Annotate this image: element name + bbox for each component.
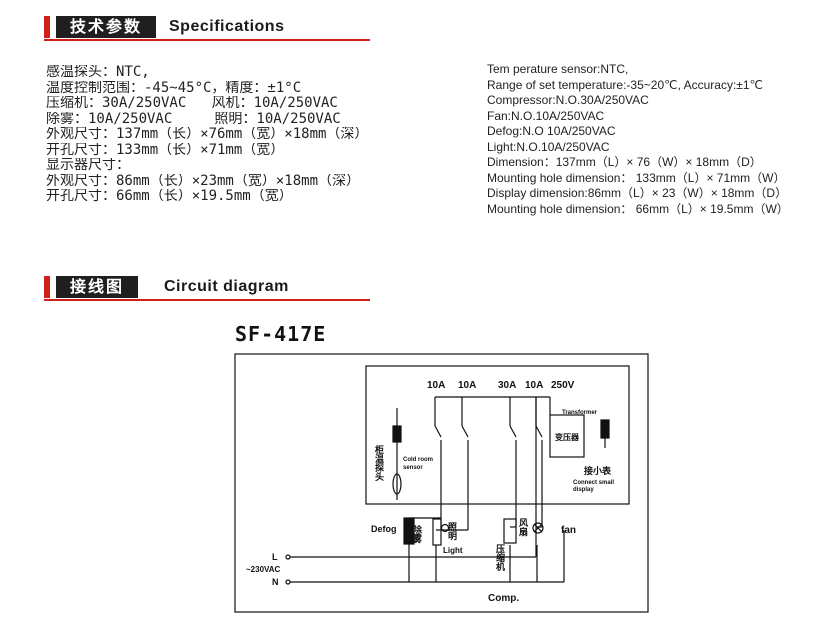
compressor-label-en: Comp. (488, 593, 519, 604)
light-label-cn: 照明 (447, 522, 457, 541)
spec-cn-line: 温度控制范围：-45~45°C，精度：±1°C (46, 80, 302, 96)
spec-en-line: Display dimension:86mm（L）× 23（W）× 18mm（D… (487, 186, 788, 200)
fan-label-en: fan (561, 525, 576, 536)
defog-label-en: Defog (371, 524, 397, 534)
header-accent-bar (44, 16, 50, 38)
supply-voltage-label: ~230VAC (246, 565, 281, 574)
specs-cn-list: 感温探头：NTC, 温度控制范围：-45~45°C，精度：±1°C 压缩机：30… (46, 65, 466, 205)
spec-en-line: Fan:N.O.10A/250VAC (487, 108, 605, 123)
header-accent-bar (44, 276, 50, 298)
specs-en-list: Tem perature sensor:NTC, Range of set te… (487, 62, 837, 217)
header-underline (44, 39, 370, 41)
fan-icon (532, 522, 544, 534)
transformer-box (549, 414, 585, 458)
spec-cn-line: 除雾：10A/250VAC 照明：10A/250VAC (46, 111, 341, 127)
circuit-diagram-header: 接线图 Circuit diagram (44, 276, 370, 301)
outer-frame (234, 353, 649, 613)
rating-light: 10A (458, 380, 476, 391)
spec-en-line: Compressor:N.O.30A/250VAC (487, 93, 649, 107)
sensor-probe-icon (392, 425, 402, 443)
spec-cn-line: 压缩机：30A/250VAC 风机：10A/250VAC (46, 96, 338, 111)
display-label-cn: 接小表 (584, 465, 612, 476)
display-connector-icon (600, 419, 610, 439)
transformer-label-cn: 变压器 (555, 432, 580, 442)
light-bulb-icon (440, 523, 450, 533)
display-label-en-1: Connect small (573, 480, 614, 486)
circuit-title-cn: 接线图 (56, 276, 139, 298)
rating-voltage: 250V (551, 380, 575, 391)
spec-en-line: Range of set temperature:-35~20℃, Accura… (487, 77, 764, 92)
spec-cn-line: 开孔尺寸：66mm（长）×19.5mm（宽） (46, 189, 293, 204)
spec-en-line: Mounting hole dimension： 133mm（L）× 71mm（… (487, 170, 786, 185)
line-l-label: L (272, 552, 278, 562)
spec-cn-line: 外观尺寸：86mm（长）×23mm（宽）×18mm（深） (46, 173, 361, 189)
spec-cn-line: 感温探头：NTC, (46, 65, 150, 80)
controller-box (365, 365, 630, 505)
light-label-en: Light (443, 546, 463, 555)
rating-fan: 10A (525, 380, 543, 391)
spec-en-line: Dimension：137mm（L）× 76（W）× 18mm（D） (487, 155, 762, 169)
spec-cn-line: 显示器尺寸： (46, 158, 130, 173)
circuit-title-en: Circuit diagram (164, 278, 289, 295)
defog-label-cn: 除雾 (412, 524, 423, 544)
spec-en-line: Light:N.O.10A/250VAC (487, 139, 610, 154)
spec-en-line: Tem perature sensor:NTC, (487, 62, 629, 76)
specifications-title-en: Specifications (169, 18, 285, 35)
sensor-label-en-2: sensor (403, 465, 423, 471)
transformer-label-en: Transformer (562, 410, 598, 416)
rating-compressor: 30A (498, 380, 516, 391)
defog-heater-symbol (403, 517, 415, 545)
line-n-label: N (272, 577, 279, 587)
spec-cn-line: 开孔尺寸：133mm（长）×71mm（宽） (46, 142, 285, 158)
compressor-label-cn: 压缩机 (495, 544, 505, 572)
sensor-label-cn: 柜温探头 (374, 444, 385, 482)
model-name: SF-417E (235, 322, 327, 346)
header-underline (44, 299, 370, 301)
spec-cn-line: 外观尺寸：137mm（长）×76mm（宽）×18mm（深） (46, 127, 369, 142)
light-symbol-housing (432, 518, 442, 546)
specifications-header: 技术参数 Specifications (44, 16, 370, 41)
rating-defog: 10A (427, 380, 445, 391)
sensor-label-en-1: Cold room (403, 457, 433, 463)
display-label-en-2: display (573, 487, 594, 493)
spec-en-line: Mounting hole dimension： 66mm（L）× 19.5mm… (487, 201, 789, 216)
spec-en-line: Defog:N.O 10A/250VAC (487, 124, 616, 138)
compressor-symbol (503, 518, 517, 544)
specifications-title-cn: 技术参数 (56, 16, 157, 38)
fan-label-cn: 风扇 (518, 518, 528, 537)
